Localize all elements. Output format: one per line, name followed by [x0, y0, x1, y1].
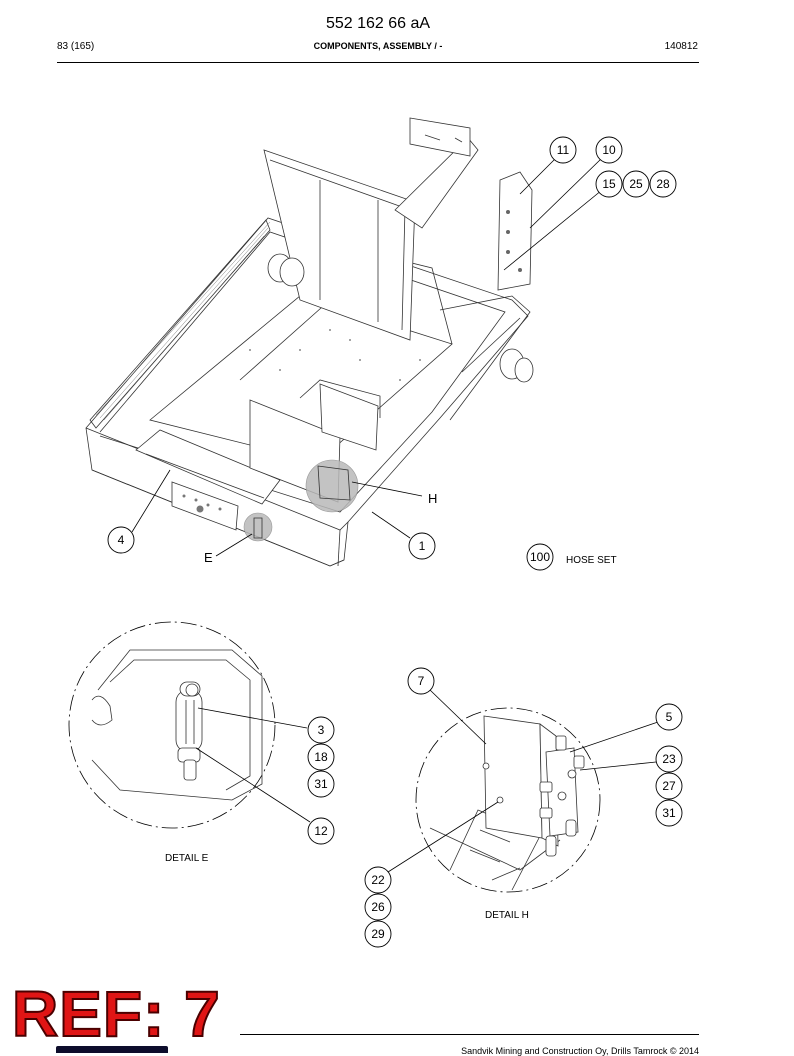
brand-logo-strip — [56, 1046, 168, 1053]
detail-e-illustration — [68, 621, 276, 829]
callout-4: 4 — [107, 526, 135, 554]
footer-rule — [240, 1034, 699, 1035]
callout-25: 25 — [622, 170, 650, 198]
callout-h-31: 31 — [655, 799, 683, 827]
header-rule — [57, 62, 699, 63]
svg-text:12: 12 — [314, 824, 328, 838]
callout-h-5: 5 — [655, 703, 683, 731]
svg-text:25: 25 — [629, 177, 643, 191]
callout-11: 11 — [549, 136, 577, 164]
callout-28: 28 — [649, 170, 677, 198]
callout-h-7: 7 — [407, 667, 435, 695]
document-number: 552 162 66 aA — [325, 15, 431, 32]
detail-h-title: DETAIL H — [485, 910, 529, 921]
detail-h-highlight — [305, 459, 359, 513]
svg-text:28: 28 — [656, 177, 670, 191]
svg-text:23: 23 — [662, 752, 676, 766]
svg-text:5: 5 — [666, 710, 673, 724]
svg-text:3: 3 — [318, 723, 325, 737]
callout-h-27: 27 — [655, 772, 683, 800]
svg-text:27: 27 — [662, 779, 676, 793]
callout-e-18: 18 — [307, 743, 335, 771]
callout-h-26: 26 — [364, 893, 392, 921]
callout-100: 100 — [526, 543, 554, 571]
section-title: COMPONENTS, ASSEMBLY / - — [313, 41, 443, 51]
svg-text:10: 10 — [602, 143, 616, 157]
detail-marker-h: H — [428, 491, 437, 506]
svg-text:100: 100 — [530, 550, 550, 564]
detail-e-title: DETAIL E — [165, 853, 209, 864]
callout-h-22: 22 — [364, 866, 392, 894]
svg-text:4: 4 — [118, 533, 125, 547]
callout-e-12: 12 — [307, 817, 335, 845]
callout-e-3: 3 — [307, 716, 335, 744]
svg-text:22: 22 — [371, 873, 385, 887]
svg-text:31: 31 — [314, 777, 328, 791]
callout-10: 10 — [595, 136, 623, 164]
callout-1: 1 — [408, 532, 436, 560]
detail-e-highlight — [243, 512, 273, 542]
svg-text:11: 11 — [557, 143, 570, 157]
callout-h-23: 23 — [655, 745, 683, 773]
hose-set-label: HOSE SET — [566, 555, 617, 566]
svg-text:7: 7 — [418, 674, 425, 688]
svg-text:15: 15 — [602, 177, 616, 191]
svg-text:29: 29 — [371, 927, 385, 941]
detail-marker-e: E — [204, 550, 213, 565]
ref-badge: REF: 7 — [11, 978, 221, 1050]
detail-e-leaders — [195, 707, 311, 823]
svg-text:31: 31 — [662, 806, 676, 820]
callout-e-31: 31 — [307, 770, 335, 798]
page-number: 83 (165) — [57, 41, 95, 52]
svg-text:18: 18 — [314, 750, 328, 764]
date-code: 140812 — [664, 41, 698, 52]
svg-text:26: 26 — [371, 900, 385, 914]
callout-15: 15 — [595, 170, 623, 198]
footer-copyright: Sandvik Mining and Construction Oy, Dril… — [461, 1046, 699, 1056]
detail-h-leaders — [387, 689, 659, 873]
frame-illustration — [85, 117, 534, 567]
svg-text:1: 1 — [419, 539, 426, 553]
main-leaders — [131, 157, 603, 557]
callout-h-29: 29 — [364, 920, 392, 948]
detail-h-illustration — [415, 707, 601, 893]
